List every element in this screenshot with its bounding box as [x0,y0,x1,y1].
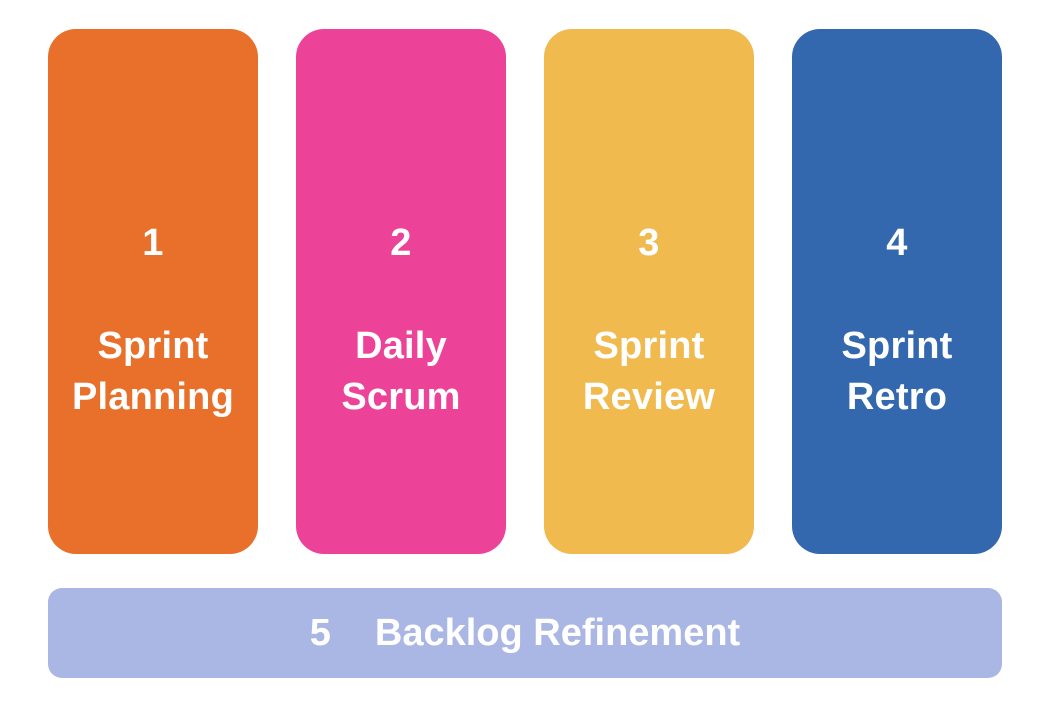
event-number: 3 [638,222,660,264]
event-number: 2 [390,222,412,264]
event-card-sprint-retro[interactable]: 4 Sprint Retro [792,29,1002,554]
event-card-sprint-planning[interactable]: 1 Sprint Planning [48,29,258,554]
event-bar-label: Backlog Refinement [374,612,741,654]
event-number: 1 [142,222,164,264]
event-label: Daily Scrum [341,325,461,418]
event-label: Sprint Review [582,325,716,418]
event-label: Sprint Planning [71,325,235,418]
event-label: Sprint Retro [841,325,953,418]
event-bar-backlog-refinement[interactable]: 5 Backlog Refinement [48,588,1002,678]
event-number: 4 [886,222,908,264]
event-card-sprint-review[interactable]: 3 Sprint Review [544,29,754,554]
event-card-daily-scrum[interactable]: 2 Daily Scrum [296,29,506,554]
event-bar-number: 5 [309,612,331,654]
event-card-row: 1 Sprint Planning 2 Daily Scrum 3 Sprint… [48,29,1002,554]
